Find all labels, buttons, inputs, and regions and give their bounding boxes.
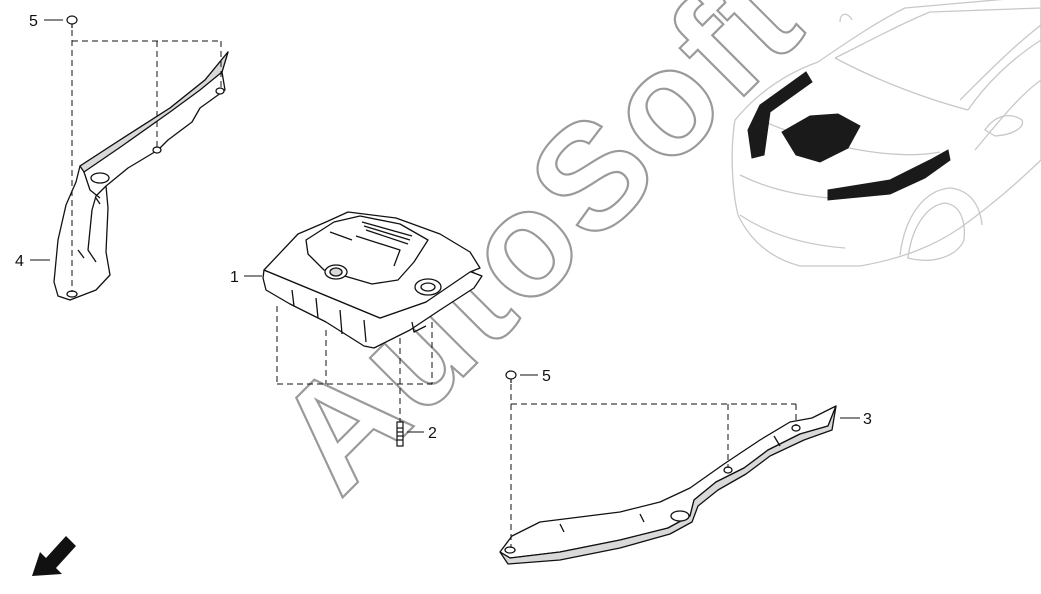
- callout-part-2: 2: [428, 425, 437, 442]
- arrow-down-left-icon: [32, 536, 76, 576]
- callout-part-5-lower: 5: [542, 368, 551, 385]
- part-1-engine-cover: [262, 211, 483, 349]
- callout-leaders: [30, 19, 860, 433]
- part-4-left-side-cover: [53, 51, 229, 301]
- callout-part-5-top: 5: [29, 13, 38, 30]
- part-5-clip-top: [66, 15, 78, 28]
- part-5-clip-lower: [505, 370, 517, 383]
- callout-part-1: 1: [230, 269, 239, 286]
- part-3-right-side-cover: [499, 405, 837, 565]
- part-1-assembly-lines: [276, 306, 433, 424]
- vehicle-highlighted-parts: [747, 71, 951, 201]
- callout-part-4: 4: [15, 253, 24, 270]
- part-4-assembly-lines: [71, 30, 222, 292]
- part-2-stud-bolt: [396, 421, 404, 447]
- part-3-assembly-lines: [510, 384, 797, 548]
- callout-part-3: 3: [863, 411, 872, 428]
- vehicle-location-inset: [731, 0, 1041, 267]
